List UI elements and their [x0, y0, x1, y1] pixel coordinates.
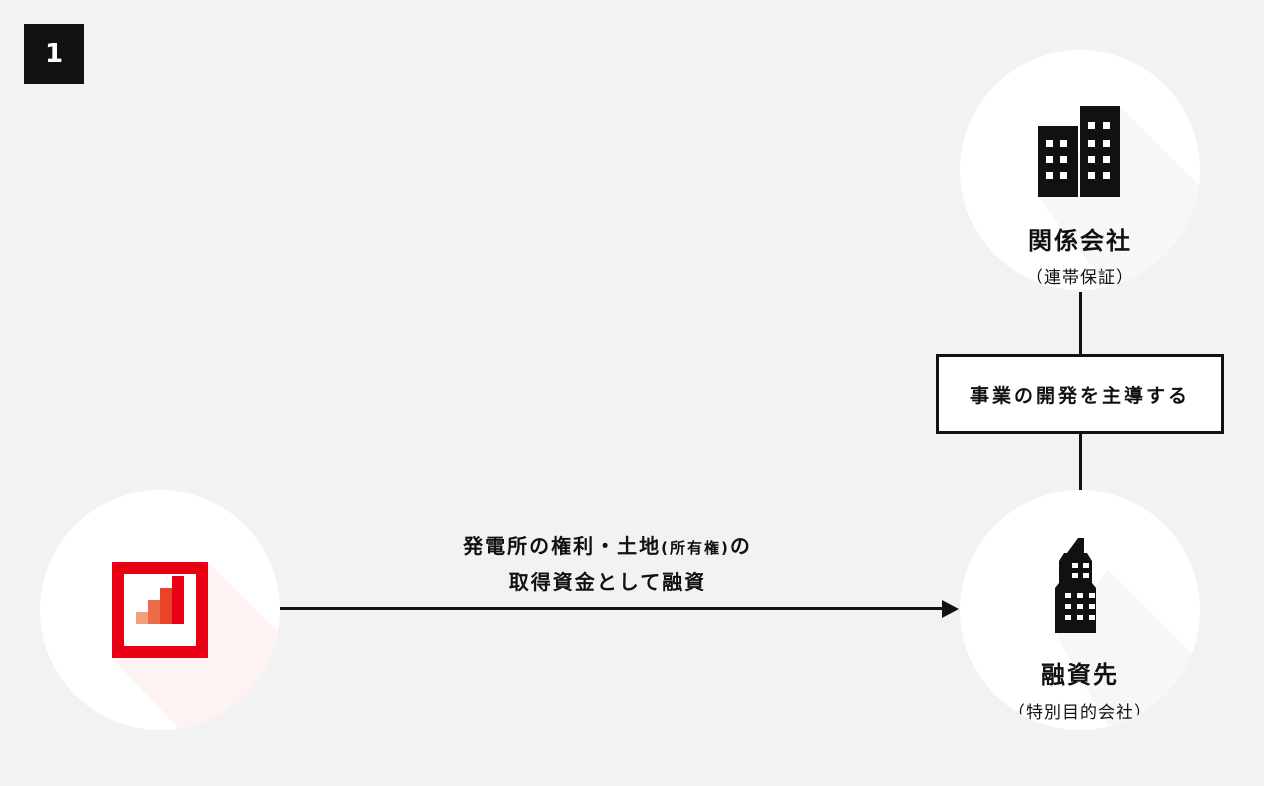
borrower-name: 融資先	[1041, 661, 1119, 689]
connector-line-top	[1079, 292, 1082, 355]
related-company-node: 関係会社 （連帯保証）	[960, 50, 1200, 290]
financing-label-line2: 取得資金として融資	[508, 570, 707, 594]
financing-arrow-line	[280, 607, 946, 610]
financing-label-line1: 発電所の権利・土地(所有権)の	[380, 530, 835, 559]
tower-building-icon	[1055, 538, 1200, 730]
financing-label-main: 発電所の権利・土地	[463, 534, 662, 558]
step-number-badge: 1	[24, 24, 84, 84]
lender-logo-icon	[112, 562, 280, 730]
borrower-note: （特別目的会社）	[1008, 703, 1152, 723]
arrow-head-icon	[942, 600, 959, 618]
related-company-name: 関係会社	[1028, 227, 1132, 255]
lender-node	[40, 490, 280, 730]
connector-line-bottom	[1079, 431, 1082, 491]
financing-label-small: (所有権)	[661, 539, 730, 557]
office-buildings-icon	[1038, 106, 1200, 290]
borrower-node: 融資先 （特別目的会社）	[960, 490, 1200, 730]
financing-label-suffix: の	[729, 534, 752, 558]
related-company-note: （連帯保証）	[1026, 268, 1134, 288]
relation-label-box: 事業の開発を主導する	[936, 354, 1224, 434]
